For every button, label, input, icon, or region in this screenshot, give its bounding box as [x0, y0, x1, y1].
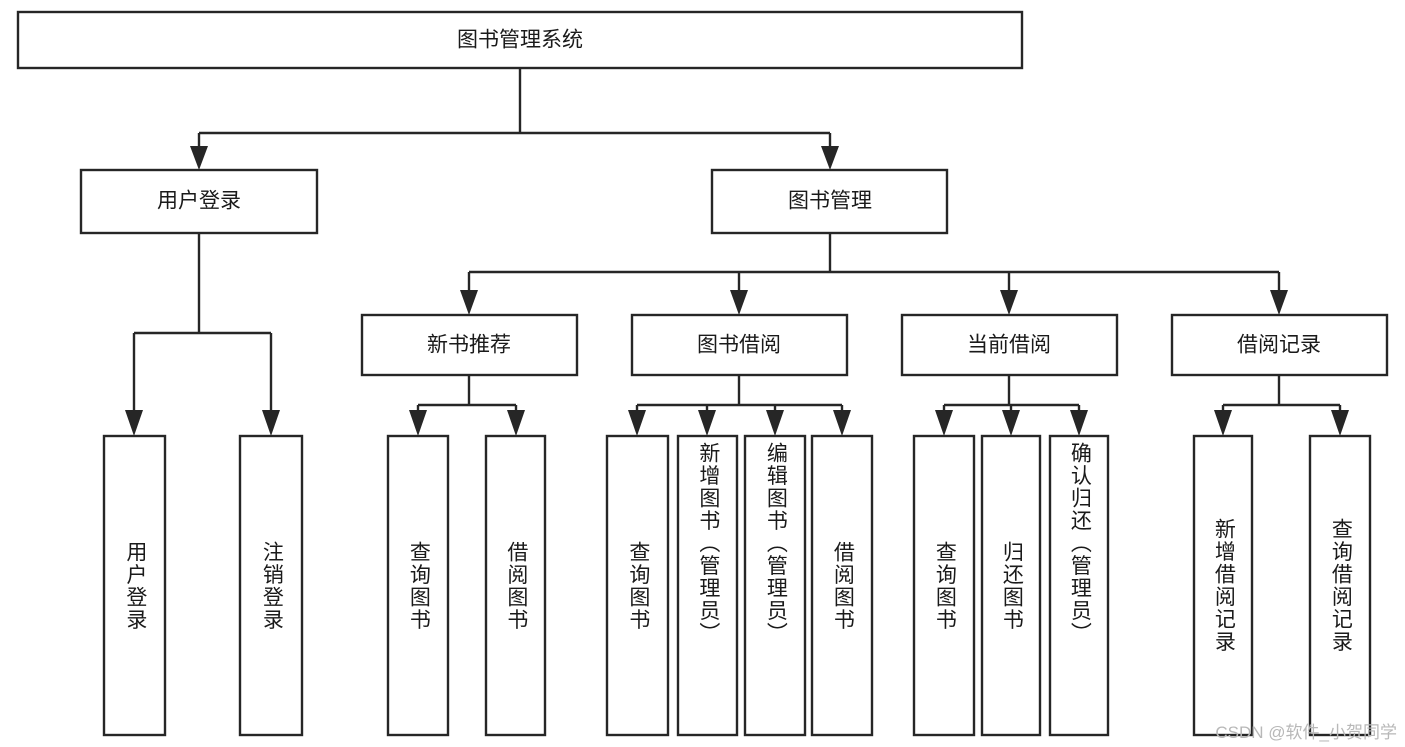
leaf-user-logout[interactable]: 注销登录 — [240, 436, 302, 735]
arrow-to-user-login — [190, 146, 208, 170]
connector-book-management-to-level2 — [460, 233, 1288, 315]
leaf-query-book-2-rect[interactable] — [605, 434, 670, 737]
leaf-confirm-return-label: 确认归还（管理员） — [1068, 442, 1092, 645]
leaf-query-book-3[interactable]: 查询图书 — [914, 436, 974, 735]
leaf-return-book-rect[interactable] — [980, 434, 1042, 737]
leaf-confirm-return-rect[interactable] — [1048, 434, 1110, 737]
arrow-to-book-management — [821, 146, 839, 170]
arrow-to-leaf-edit-book — [766, 410, 784, 436]
leaf-user-login-label: 用户登录 — [123, 540, 147, 631]
leaf-query-book-1-rect[interactable] — [386, 434, 450, 737]
arrow-to-leaf-confirm-return — [1070, 410, 1088, 436]
leaf-return-book-label: 归还图书 — [1000, 540, 1024, 631]
connector-current-borrow-to-leaves — [935, 375, 1088, 436]
node-user-login-label: 用户登录 — [157, 190, 241, 213]
leaf-borrow-book-1[interactable]: 借阅图书 — [486, 436, 545, 735]
leaf-add-book-label: 新增图书（管理员） — [696, 442, 720, 645]
node-new-book-recommend-label: 新书推荐 — [427, 334, 511, 357]
arrow-to-leaf-query-book-1 — [409, 410, 427, 436]
connector-root-to-level1 — [190, 68, 839, 170]
arrow-to-leaf-borrow-book-2 — [833, 410, 851, 436]
leaf-add-record[interactable]: 新增借阅记录 — [1194, 436, 1252, 735]
connector-user-login-to-leaves — [125, 233, 280, 436]
node-borrow-record[interactable]: 借阅记录 — [1170, 313, 1389, 377]
arrow-to-current-borrow — [1000, 290, 1018, 315]
leaf-query-book-1[interactable]: 查询图书 — [388, 436, 448, 735]
leaf-query-book-1-label: 查询图书 — [407, 540, 431, 631]
node-borrow-record-rect — [1170, 313, 1389, 377]
arrow-to-leaf-query-book-2 — [628, 410, 646, 436]
leaf-query-record-label: 查询借阅记录 — [1329, 518, 1353, 653]
node-root-label: 图书管理系统 — [457, 29, 583, 52]
connector-new-book-recommend-to-leaves — [409, 375, 525, 436]
arrow-to-book-borrow — [730, 290, 748, 315]
arrow-to-leaf-user-logout — [262, 410, 280, 436]
node-user-login[interactable]: 用户登录 — [79, 168, 319, 235]
leaf-add-book-rect[interactable] — [676, 434, 739, 737]
leaf-add-book[interactable]: 新增图书（管理员） — [678, 442, 737, 735]
leaf-return-book[interactable]: 归还图书 — [982, 436, 1040, 735]
leaf-query-book-2[interactable]: 查询图书 — [607, 436, 668, 735]
arrow-to-leaf-borrow-book-1 — [507, 410, 525, 436]
leaf-add-record-rect[interactable] — [1192, 434, 1254, 737]
connector-book-borrow-to-leaves — [628, 375, 851, 436]
node-current-borrow-label: 当前借阅 — [967, 334, 1051, 357]
leaf-confirm-return[interactable]: 确认归还（管理员） — [1050, 442, 1108, 735]
node-book-borrow-label: 图书借阅 — [697, 334, 781, 357]
leaf-edit-book-label: 编辑图书（管理员） — [764, 442, 788, 645]
arrow-to-leaf-return-book — [1002, 410, 1020, 436]
connector-borrow-record-to-leaves — [1214, 375, 1349, 436]
leaf-user-login-rect[interactable] — [102, 434, 167, 737]
arrow-to-new-book-recommend — [460, 290, 478, 315]
leaf-edit-book-rect[interactable] — [743, 434, 807, 737]
node-book-management-label: 图书管理 — [788, 190, 872, 213]
arrow-to-leaf-add-book — [698, 410, 716, 436]
node-root[interactable]: 图书管理系统 — [16, 10, 1024, 70]
leaf-boxes — [102, 434, 1372, 737]
node-new-book-recommend-rect — [360, 313, 579, 377]
node-borrow-record-label: 借阅记录 — [1237, 334, 1321, 357]
leaf-query-book-2-label: 查询图书 — [626, 540, 650, 631]
leaf-borrow-book-1-label: 借阅图书 — [504, 540, 528, 631]
node-current-borrow[interactable]: 当前借阅 — [900, 313, 1119, 377]
node-book-management-rect — [710, 168, 949, 235]
node-book-borrow[interactable]: 图书借阅 — [630, 313, 849, 377]
leaf-borrow-book-2-label: 借阅图书 — [831, 540, 855, 631]
node-user-login-rect — [79, 168, 319, 235]
csdn-watermark: CSDN @软件_小贺同学 — [1215, 723, 1397, 742]
leaf-user-login[interactable]: 用户登录 — [104, 436, 165, 735]
leaf-query-book-3-rect[interactable] — [912, 434, 976, 737]
leaf-query-record[interactable]: 查询借阅记录 — [1310, 436, 1370, 735]
leaf-query-record-rect[interactable] — [1308, 434, 1372, 737]
node-book-management[interactable]: 图书管理 — [710, 168, 949, 235]
leaf-borrow-book-1-rect[interactable] — [484, 434, 547, 737]
node-new-book-recommend[interactable]: 新书推荐 — [360, 313, 579, 377]
arrow-to-leaf-query-record — [1331, 410, 1349, 436]
leaf-query-book-3-label: 查询图书 — [933, 540, 957, 631]
leaf-add-record-label: 新增借阅记录 — [1212, 518, 1236, 653]
leaf-borrow-book-2-rect[interactable] — [810, 434, 874, 737]
leaf-user-logout-label: 注销登录 — [260, 540, 284, 631]
leaf-borrow-book-2[interactable]: 借阅图书 — [812, 436, 872, 735]
arrow-to-leaf-add-record — [1214, 410, 1232, 436]
node-root-rect — [16, 10, 1024, 70]
arrow-to-leaf-user-login — [125, 410, 143, 436]
arrow-to-leaf-query-book-3 — [935, 410, 953, 436]
arrow-to-borrow-record — [1270, 290, 1288, 315]
leaf-user-logout-rect[interactable] — [238, 434, 304, 737]
node-book-borrow-rect — [630, 313, 849, 377]
leaf-edit-book[interactable]: 编辑图书（管理员） — [745, 442, 805, 735]
